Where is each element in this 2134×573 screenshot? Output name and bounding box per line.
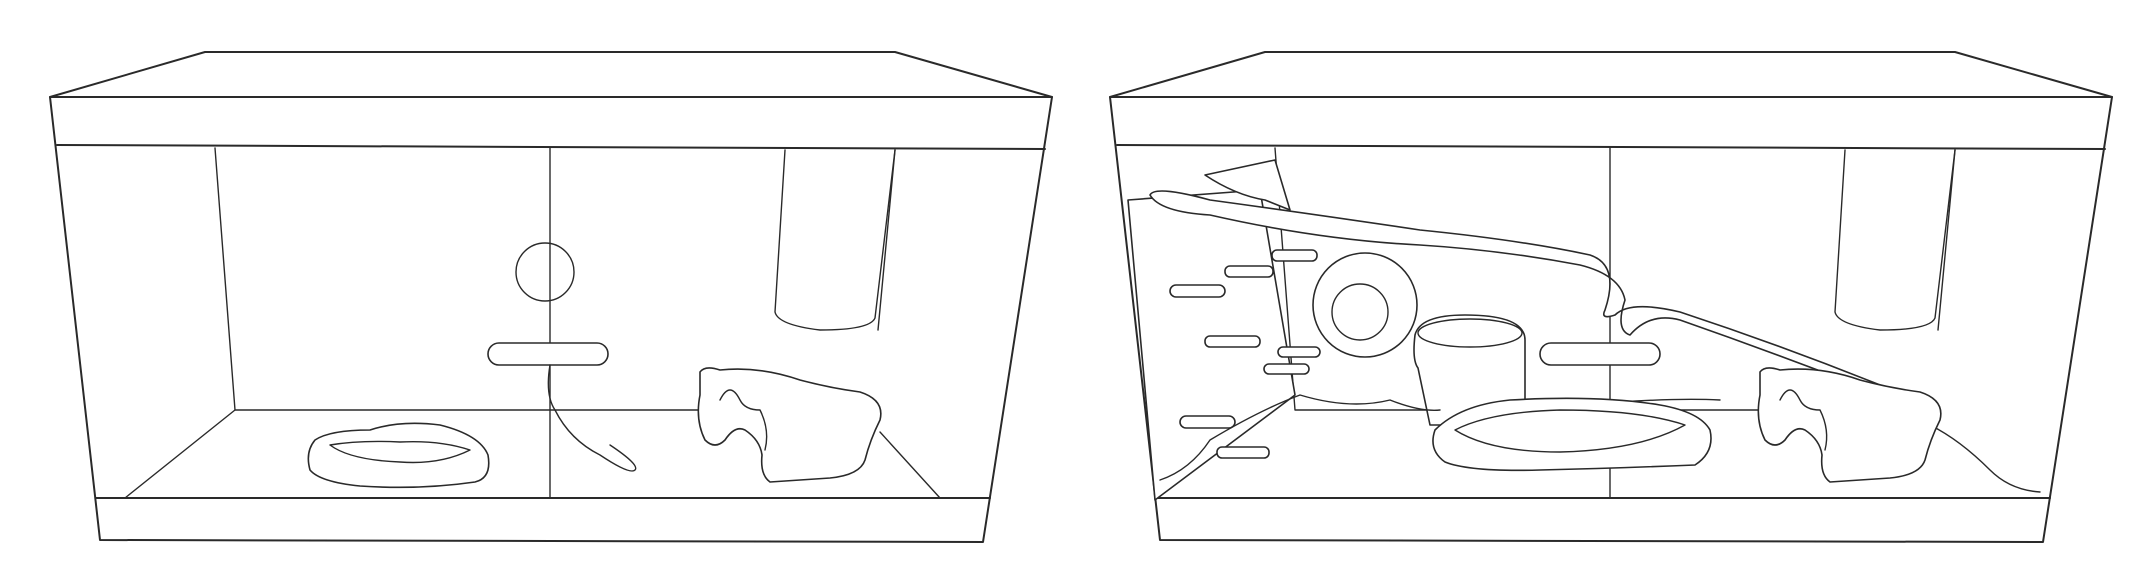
cable	[547, 364, 637, 472]
suction-bracket	[1539, 342, 1661, 366]
tank-frame	[49, 51, 1053, 543]
furnished-terrarium	[1109, 51, 2113, 543]
feeding-cup	[1413, 314, 1526, 426]
suction-bracket	[487, 342, 609, 366]
hide-opening	[1331, 283, 1389, 341]
empty-terrarium	[49, 51, 1053, 543]
water-dish	[1432, 397, 1712, 472]
floor-edge-right	[879, 431, 941, 499]
climbing-pegs	[1169, 249, 1321, 459]
water-dish	[307, 422, 490, 489]
vent-hole	[515, 242, 575, 302]
branch-top	[1204, 159, 1291, 211]
floor-edge-left	[124, 409, 236, 499]
round-hide	[1312, 252, 1418, 358]
